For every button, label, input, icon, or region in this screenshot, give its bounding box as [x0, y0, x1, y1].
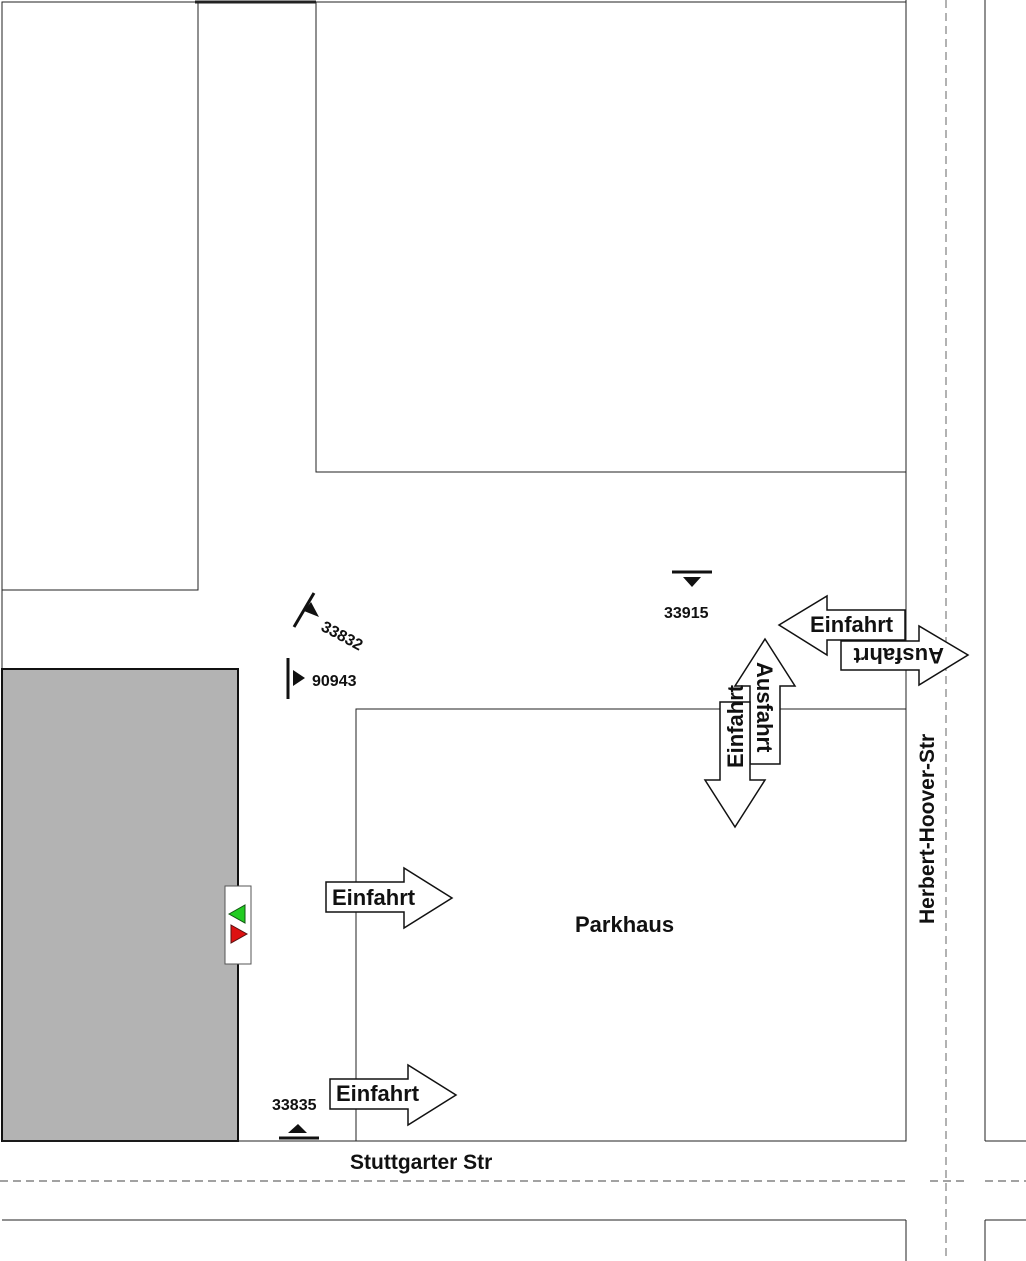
- signal-green-icon: [227, 904, 246, 924]
- occupied-block: [1, 668, 239, 1142]
- entry-arrow-east[interactable]: Einfahrt: [777, 594, 906, 657]
- arrow-label: Ausfahrt: [752, 662, 777, 753]
- detector-bar-icon: [292, 592, 316, 628]
- arrow-icon: [293, 670, 305, 686]
- entry-arrow-north[interactable]: Einfahrt: [703, 684, 767, 829]
- detector-33835[interactable]: 33835: [272, 1097, 319, 1140]
- detector-33915[interactable]: 33915: [664, 570, 712, 622]
- entry-arrow-west-upper[interactable]: Einfahrt: [325, 866, 454, 930]
- detector-33832[interactable]: 33832: [292, 592, 365, 655]
- signal-red-icon: [230, 924, 249, 944]
- street-label-east: Herbert-Hoover-Str: [916, 734, 939, 924]
- arrow-label: Einfahrt: [336, 1081, 420, 1106]
- arrow-label: Einfahrt: [723, 684, 748, 768]
- building-northwest: [1, 1, 199, 591]
- detector-90943[interactable]: 90943: [286, 658, 357, 699]
- arrow-label: Ausfahrt: [853, 643, 944, 668]
- arrow-icon: [683, 577, 701, 587]
- arrow-label: Einfahrt: [332, 885, 416, 910]
- street-label-south: Stuttgarter Str: [350, 1151, 492, 1174]
- arrow-label: Einfahrt: [810, 612, 894, 637]
- detector-label: 33835: [272, 1097, 317, 1114]
- exit-arrow-east[interactable]: Ausfahrt: [840, 624, 970, 687]
- traffic-signal: [224, 885, 252, 965]
- detector-label: 33832: [318, 619, 365, 655]
- parkhaus-label: Parkhaus: [575, 912, 674, 937]
- arrow-icon: [288, 1124, 307, 1133]
- entry-arrow-west-lower[interactable]: Einfahrt: [329, 1063, 458, 1127]
- detector-label: 90943: [312, 673, 357, 690]
- detector-label: 33915: [664, 605, 709, 622]
- building-northeast: [315, 1, 907, 473]
- arrow-icon: [304, 602, 319, 617]
